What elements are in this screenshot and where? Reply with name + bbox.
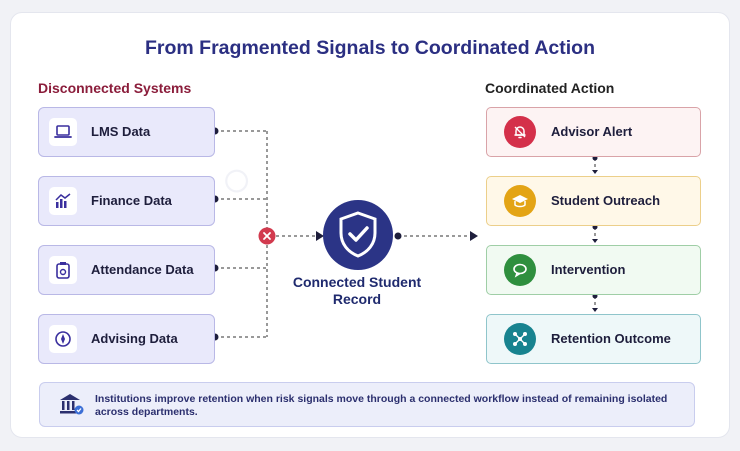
action-advisor-alert: Advisor Alert (486, 107, 701, 157)
advising-compass-icon (49, 325, 77, 353)
chat-bubble-icon (504, 254, 536, 286)
laptop-icon (49, 118, 77, 146)
institution-icon (60, 394, 84, 415)
shield-check-icon (323, 200, 393, 270)
alert-bell-icon (504, 116, 536, 148)
attendance-icon (49, 256, 77, 284)
source-lms: LMS Data (38, 107, 215, 157)
action-label: Intervention (551, 262, 626, 277)
source-label: Advising Data (91, 331, 178, 346)
hub-label-line1: Connected Student (292, 274, 422, 290)
action-retention-outcome: Retention Outcome (486, 314, 701, 364)
graduation-cap-icon (504, 185, 536, 217)
source-label: LMS Data (91, 124, 151, 139)
hub-label: Connected Student Record (282, 274, 432, 308)
finance-chart-icon (49, 187, 77, 215)
action-student-outreach: Student Outreach (486, 176, 701, 226)
footer-text: Institutions improve retention when risk… (95, 393, 668, 418)
action-label: Student Outreach (551, 193, 661, 208)
source-label: Attendance Data (91, 262, 194, 277)
left-heading: Disconnected Systems (38, 80, 192, 96)
source-attendance: Attendance Data (38, 245, 215, 295)
source-finance: Finance Data (38, 176, 215, 226)
hub-label-line2: Record (332, 291, 382, 307)
x-mark-icon (258, 227, 276, 245)
source-label: Finance Data (91, 193, 172, 208)
action-label: Advisor Alert (551, 124, 633, 139)
footer-note: Institutions improve retention when risk… (39, 382, 695, 427)
network-icon (504, 323, 536, 355)
page-title: From Fragmented Signals to Coordinated A… (145, 37, 595, 59)
action-intervention: Intervention (486, 245, 701, 295)
source-advising: Advising Data (38, 314, 215, 364)
right-heading: Coordinated Action (485, 80, 615, 96)
action-label: Retention Outcome (551, 331, 671, 346)
